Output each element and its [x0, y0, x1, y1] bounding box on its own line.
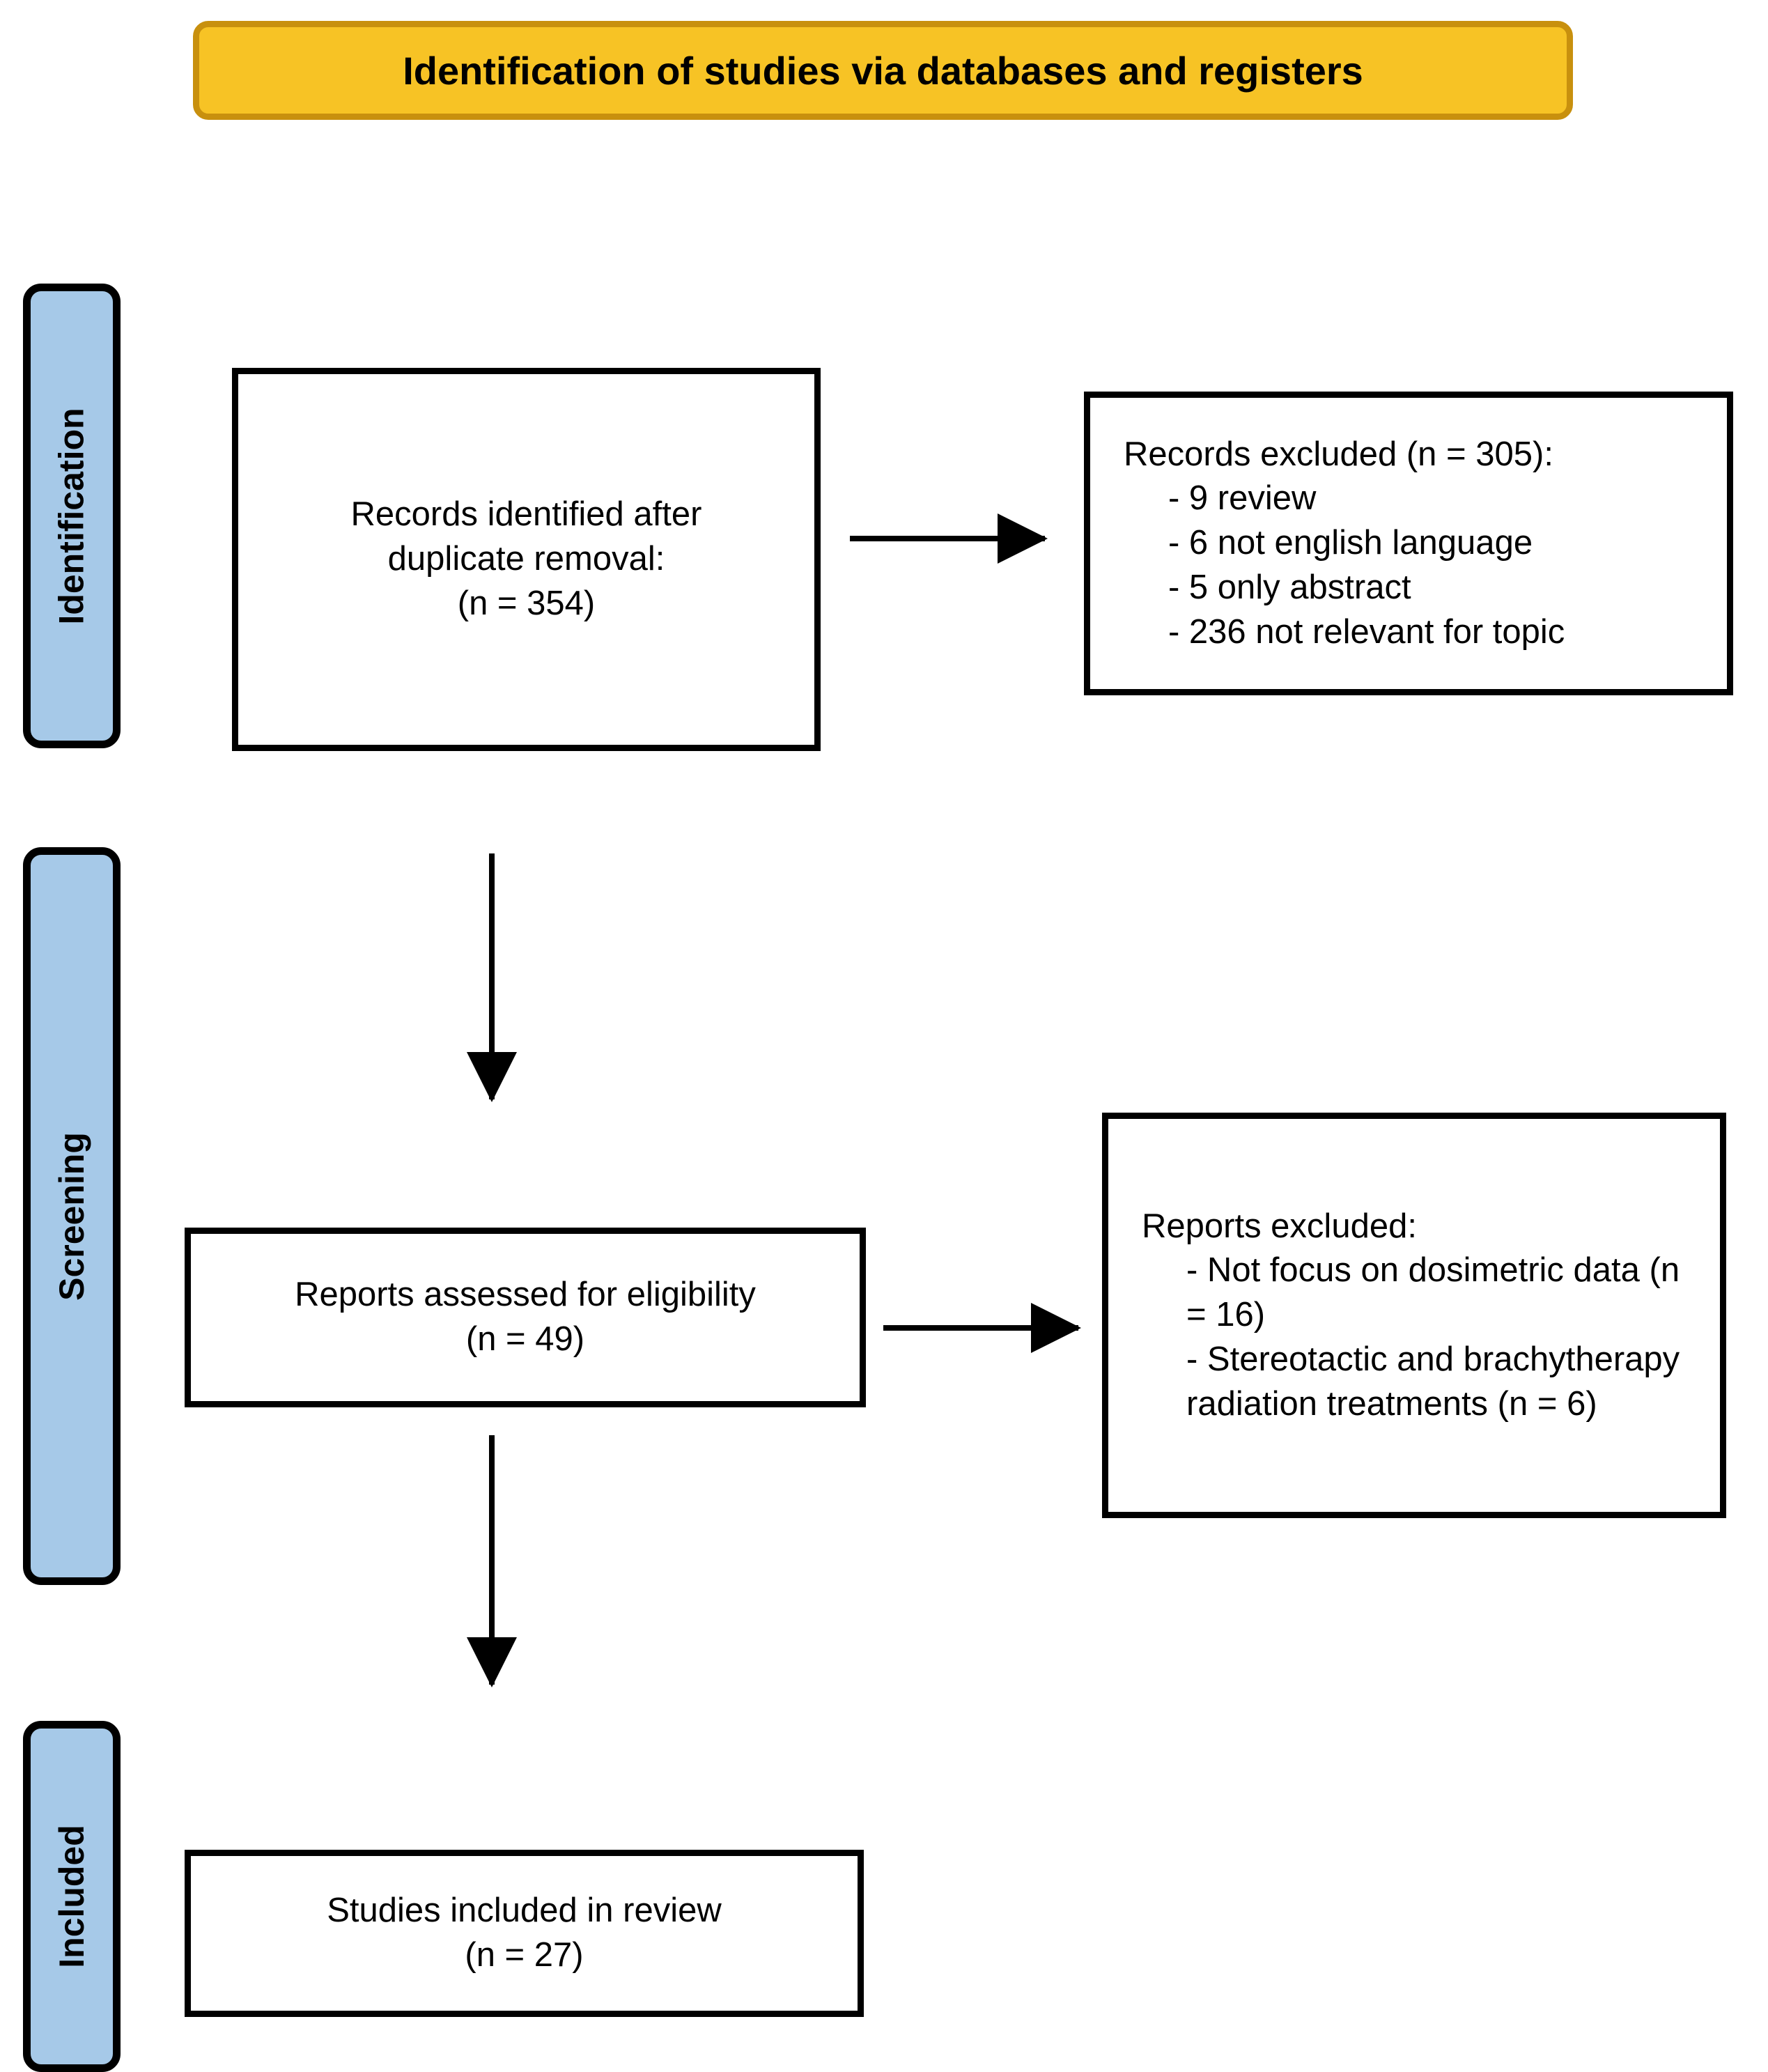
stage-label-screening: Screening — [52, 1131, 91, 1301]
box-records-excluded-item-3: - 5 only abstract — [1168, 568, 1411, 606]
box-studies-included-count: (n = 27) — [465, 1936, 584, 1974]
stage-bar-identification: Identification — [23, 284, 121, 748]
stage-label-included: Included — [52, 1825, 92, 1968]
box-records-excluded-heading: Records excluded (n = 305): — [1124, 435, 1553, 473]
box-reports-excluded-heading: Reports excluded: — [1142, 1207, 1417, 1245]
box-records-excluded-item-2: - 6 not english language — [1168, 524, 1533, 562]
box-reports-assessed: Reports assessed for eligibility (n = 49… — [185, 1228, 866, 1407]
box-records-excluded-item-1: - 9 review — [1168, 479, 1317, 518]
box-reports-assessed-count: (n = 49) — [465, 1320, 585, 1358]
box-studies-included-line-1: Studies included in review — [327, 1892, 722, 1930]
box-records-identified-line-1: Records identified after — [350, 495, 702, 534]
box-reports-excluded-item-2: - Stereotactic and brachytherapy radiati… — [1186, 1340, 1680, 1423]
diagram-header-banner: Identification of studies via databases … — [193, 21, 1573, 120]
box-reports-excluded-item-1: - Not focus on dosimetric data (n = 16) — [1186, 1251, 1680, 1334]
box-records-identified-count: (n = 354) — [457, 584, 596, 622]
box-records-excluded: Records excluded (n = 305): - 9 review -… — [1084, 392, 1733, 695]
box-records-identified: Records identified after duplicate remov… — [232, 368, 821, 751]
box-studies-included: Studies included in review (n = 27) — [185, 1850, 864, 2017]
box-records-excluded-item-4: - 236 not relevant for topic — [1168, 612, 1565, 651]
box-reports-excluded: Reports excluded: - Not focus on dosimet… — [1102, 1113, 1726, 1518]
stage-bar-included: Included — [23, 1721, 121, 2072]
diagram-title: Identification of studies via databases … — [403, 48, 1363, 93]
stage-label-identification: Identification — [52, 407, 92, 625]
box-records-identified-line-2: duplicate removal: — [387, 540, 665, 578]
stage-bar-screening: Screening — [23, 847, 121, 1585]
box-reports-assessed-line-1: Reports assessed for eligibility — [295, 1276, 756, 1314]
